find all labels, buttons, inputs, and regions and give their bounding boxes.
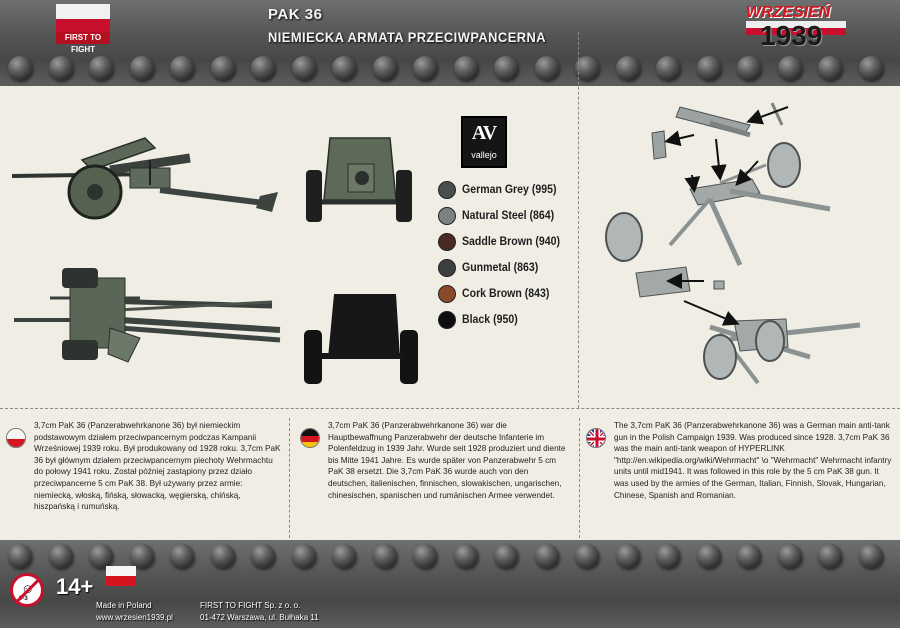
top-view-drawing [14,268,281,363]
rivet-icon [534,544,559,568]
series-logo: WRZESIEŃ 1939 [746,4,856,54]
brand-logo-text: FIRST TO FIGHT [56,32,110,54]
series-logo-word: WRZESIEŃ [746,4,831,21]
paint-brand-name: vallejo [471,150,497,160]
rivet-icon [210,56,235,80]
paint-brand-short: AV [471,122,497,144]
company-address: 01-472 Warszawa, ul. Bułhaka 11 [200,613,319,622]
rivet-icon [777,544,802,568]
rivet-icon [129,544,154,568]
rivet-icon [818,56,842,80]
paint-label: Natural Steel (864) [462,208,555,222]
rivet-icon [615,544,640,568]
rivet-icon [251,544,275,568]
rivet-icon [494,544,518,568]
rivet-icon [656,56,680,80]
rivet-icon [453,544,478,568]
description-polish: 3,7cm PaK 36 (Panzerabwehrkanone 36) był… [34,421,281,512]
rivet-icon [696,544,721,568]
description-german: 3,7cm PaK 36 (Panzerabwehrkanone 36) war… [328,421,566,500]
rivet-icon [656,544,680,568]
side-view-drawing [11,137,278,220]
page-subtitle: NIEMIECKA ARMATA PRZECIWPANCERNA [268,29,547,45]
rivet-icon [129,56,154,80]
header-strip: FIRST TO FIGHT PAK 36 NIEMIECKA ARMATA P… [0,0,900,86]
rivet-icon [413,544,437,568]
rivet-icon [696,56,721,80]
text-divider [0,408,900,409]
rivet-icon [818,544,842,568]
rivet-icon [291,544,316,568]
series-logo-year: 1939 [760,20,823,51]
rivet-icon [332,544,356,568]
rivet-icon [291,56,316,80]
uk-flag-icon [586,428,606,448]
rivet-icon [89,56,113,80]
rivet-icon [372,544,397,568]
age-rating: 14+ [56,574,94,599]
rivet-icon [858,544,883,568]
assembly-diagram [605,102,861,385]
rivet-icon [332,56,356,80]
poland-flag-icon [106,566,136,586]
paint-swatch [438,259,456,277]
website-link[interactable]: www.wrzesien1939.pl [96,613,173,622]
rivet-icon [534,56,559,80]
paint-swatch [438,311,456,329]
made-in-block: Made in Poland www.wrzesien1939.pl [96,600,173,624]
paint-label: Black (950) [462,312,518,326]
section-divider [578,32,579,408]
rivet-icon [575,544,599,568]
rivet-icon [453,56,478,80]
paint-swatch [438,233,456,251]
rear-view-drawing [304,294,418,384]
paint-label: Saddle Brown (940) [462,234,560,248]
rivet-icon [89,544,113,568]
paint-swatch [438,181,456,199]
rivet-icon [737,56,761,80]
rivet-icon [372,56,397,80]
rivet-icon [251,56,275,80]
description-english: The 3,7cm PaK 36 (Panzerabwehrkanone 36)… [614,421,892,500]
rivet-icon [858,56,883,80]
company-block: FIRST TO FIGHT Sp. z o. o. 01-472 Warsza… [200,600,319,624]
rivet-icon [210,544,235,568]
paint-label: Gunmetal (863) [462,260,539,274]
page-title-block: PAK 36 NIEMIECKA ARMATA PRZECIWPANCERNA [268,6,570,45]
age-warning-range: 0-3 [19,596,28,602]
language-divider [579,418,580,538]
polish-flag-icon [6,428,26,448]
rivet-icon [575,56,599,80]
made-in-text: Made in Poland [96,601,152,610]
paint-brand-logo: AV vallejo [461,116,507,168]
front-view-drawing [306,137,412,222]
rivet-icon [8,56,32,80]
paint-label: Cork Brown (843) [462,286,550,300]
rivet-icon [737,544,761,568]
rivet-icon [8,544,32,568]
age-warning-icon: ☺ 0-3 [10,573,44,607]
page-title: PAK 36 [268,6,323,23]
paint-swatch [438,285,456,303]
rivet-icon [48,56,73,80]
rivet-icon [48,544,73,568]
rivet-row-bottom [0,542,900,572]
rivet-icon [170,544,194,568]
paint-label: German Grey (995) [462,182,557,196]
brand-logo: FIRST TO FIGHT [56,4,110,54]
rivet-row-top [0,54,900,84]
paint-swatch [438,207,456,225]
rivet-icon [615,56,640,80]
rivet-icon [170,56,194,80]
footer-strip [0,540,900,628]
rivet-icon [413,56,437,80]
rivet-icon [494,56,518,80]
company-name: FIRST TO FIGHT Sp. z o. o. [200,601,301,610]
language-divider [289,418,290,538]
rivet-icon [777,56,802,80]
german-flag-icon [300,428,320,448]
